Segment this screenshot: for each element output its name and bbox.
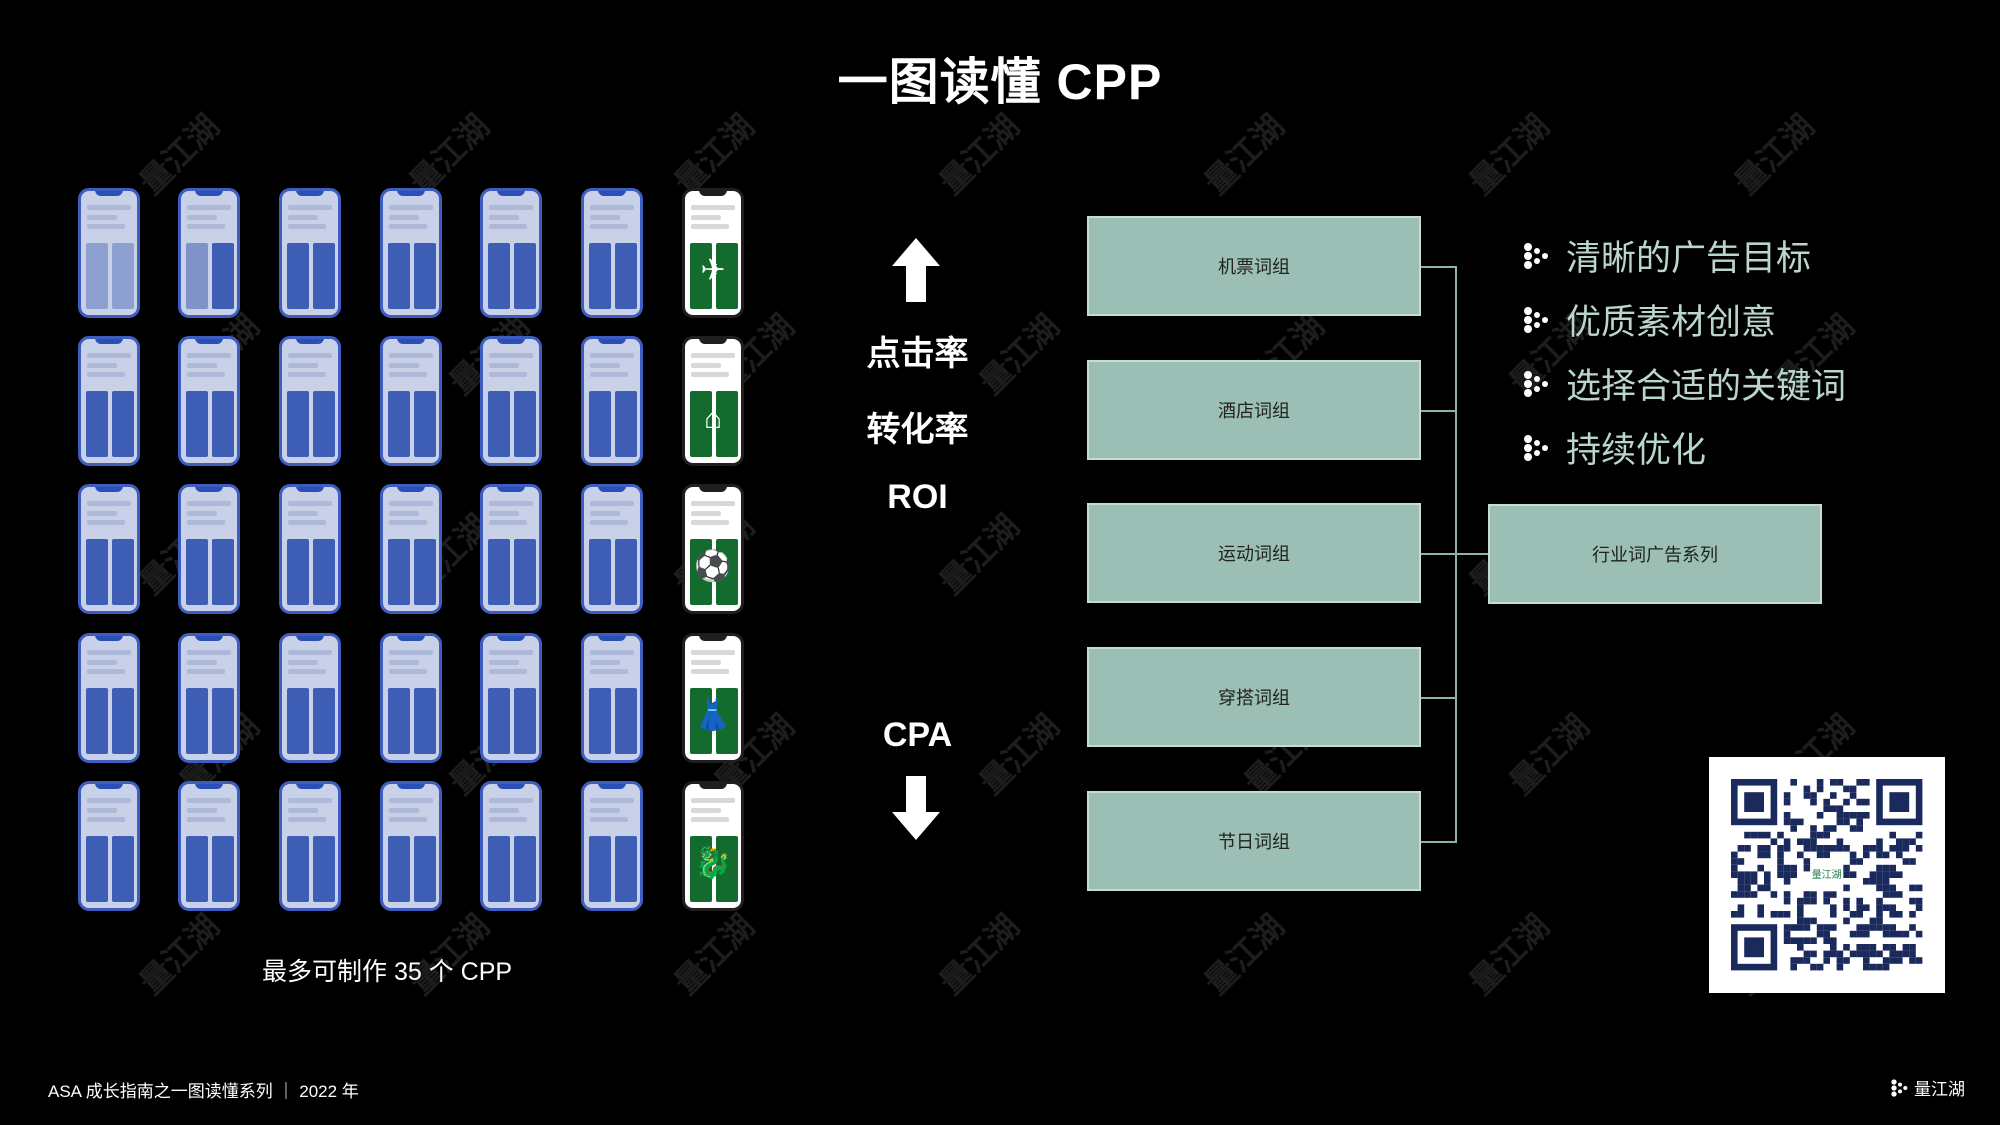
cpp-phone <box>380 484 442 614</box>
cpp-phone <box>581 188 643 318</box>
footer-text: ASA 成长指南之一图读懂系列 ｜ 2022 年 <box>48 1082 359 1101</box>
house-icon: ⌂ <box>703 402 723 435</box>
up-arrow-icon <box>892 238 940 302</box>
qr-code-image: 量江湖 <box>1731 779 1923 971</box>
cpp-phone <box>178 336 240 466</box>
brand-dots-icon <box>1524 306 1548 333</box>
cpp-phone <box>78 188 140 318</box>
cpp-phone <box>279 781 341 911</box>
brand-dots-icon <box>1524 370 1548 397</box>
cpp-phone <box>480 336 542 466</box>
dress-icon: 👗 <box>694 699 732 732</box>
cpp-phone <box>581 484 643 614</box>
cpp-phone-dress: 👗 <box>682 633 744 763</box>
connector <box>1421 266 1456 268</box>
tip-item: 选择合适的关键词 <box>1522 358 1846 409</box>
metric-cpa: CPA <box>882 716 953 754</box>
metric-roi: ROI <box>887 478 948 516</box>
cpp-phone <box>78 336 140 466</box>
tip-item: 优质素材创意 <box>1522 294 1776 345</box>
tip-text: 清晰的广告目标 <box>1566 239 1812 278</box>
cpp-phone-sports-balls: ⚽ <box>682 484 744 614</box>
watermark-text: 量江湖 <box>932 507 1027 602</box>
ad-group-holidays: 节日词组 <box>1087 791 1421 891</box>
cpp-phone <box>380 336 442 466</box>
connector <box>1421 553 1488 555</box>
tip-text: 选择合适的关键词 <box>1566 367 1847 406</box>
cpp-phone <box>279 336 341 466</box>
cpp-phone <box>78 484 140 614</box>
connector <box>1421 410 1456 412</box>
cpp-phone <box>380 633 442 763</box>
tip-item: 清晰的广告目标 <box>1522 230 1811 281</box>
ad-group-sports: 运动词组 <box>1087 503 1421 603</box>
phone-grid-caption: 最多可制作 35 个 CPP <box>262 958 513 986</box>
qr-code[interactable]: 量江湖 <box>1709 757 1945 993</box>
ad-group-outfits: 穿搭词组 <box>1087 647 1421 747</box>
watermark-text: 量江湖 <box>1462 907 1557 1002</box>
watermark-text: 量江湖 <box>1462 107 1557 202</box>
connector <box>1421 697 1456 699</box>
ad-group-flights: 机票词组 <box>1087 216 1421 316</box>
connector <box>1421 841 1456 843</box>
ad-group-hotels: 酒店词组 <box>1087 360 1421 460</box>
sports-balls-icon: ⚽ <box>694 550 732 583</box>
cpp-phone <box>380 781 442 911</box>
metric-ctr: 点击率 <box>866 335 969 373</box>
cpp-phone-house: ⌂ <box>682 336 744 466</box>
cpp-phone-airplane: ✈ <box>682 188 744 318</box>
cpp-phone <box>480 188 542 318</box>
watermark-text: 量江湖 <box>932 907 1027 1002</box>
brand-dots-icon <box>1891 1078 1908 1097</box>
cpp-phone <box>279 633 341 763</box>
cpp-phone <box>178 484 240 614</box>
brand-logo: 量江湖 <box>1890 1075 1965 1100</box>
down-arrow-icon <box>892 776 940 840</box>
cpp-phone <box>78 633 140 763</box>
cpp-phone <box>78 781 140 911</box>
cpp-phone <box>279 484 341 614</box>
airplane-icon: ✈ <box>700 254 726 287</box>
svg-text:量江湖: 量江湖 <box>1812 869 1842 881</box>
cpp-phone <box>178 188 240 318</box>
cpp-phone <box>480 484 542 614</box>
metric-cvr: 转化率 <box>866 411 969 449</box>
cpp-phone <box>178 633 240 763</box>
tip-text: 持续优化 <box>1566 431 1707 470</box>
brand-dots-icon <box>1524 434 1548 461</box>
cpp-phone <box>480 781 542 911</box>
brand-dots-icon <box>1524 242 1548 269</box>
tip-item: 持续优化 <box>1522 422 1706 473</box>
cpp-phone <box>279 188 341 318</box>
logo-text: 量江湖 <box>1914 1080 1965 1099</box>
cpp-phone-grid: ✈ ⌂ ⚽ 👗 🐉 <box>0 0 800 1000</box>
campaign-box: 行业词广告系列 <box>1488 504 1822 604</box>
cpp-phone <box>581 633 643 763</box>
cpp-phone <box>178 781 240 911</box>
watermark-text: 量江湖 <box>1502 707 1597 802</box>
cpp-phone <box>581 336 643 466</box>
page-title: 一图读懂 CPP <box>837 54 1163 110</box>
cpp-phone <box>480 633 542 763</box>
watermark-text: 量江湖 <box>1197 907 1292 1002</box>
tip-text: 优质素材创意 <box>1566 303 1777 342</box>
dragon-dance-icon: 🐉 <box>694 847 732 880</box>
cpp-phone <box>581 781 643 911</box>
watermark-text: 量江湖 <box>1727 107 1822 202</box>
watermark-text: 量江湖 <box>932 107 1027 202</box>
connector-trunk <box>1455 266 1457 843</box>
watermark-text: 量江湖 <box>1197 107 1292 202</box>
cpp-phone-dragon-dance: 🐉 <box>682 781 744 911</box>
cpp-phone <box>380 188 442 318</box>
